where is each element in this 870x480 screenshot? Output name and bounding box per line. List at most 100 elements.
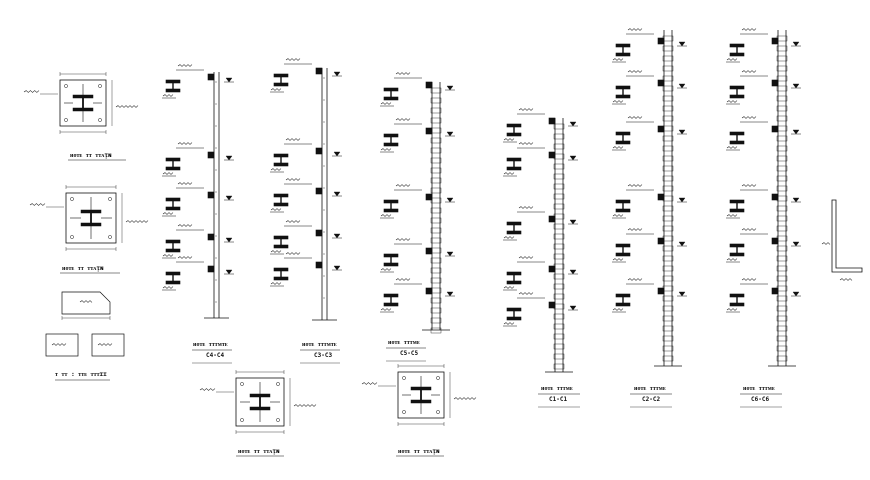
section-tag-text: [726, 100, 738, 103]
stiffener-note: [293, 404, 317, 407]
column-lacing-block: [553, 223, 565, 230]
level-triangle: [333, 233, 341, 239]
beam-bottom-flange: [383, 302, 399, 307]
floor-level-2: [726, 70, 801, 105]
column-lacing-block: [776, 315, 788, 322]
beam-section: [615, 293, 631, 307]
beam-section: [165, 157, 181, 171]
beam-section: [383, 133, 399, 147]
beam-bottom-flange: [506, 166, 522, 171]
column-flange-top: [410, 386, 432, 391]
beam-top-flange: [383, 253, 399, 258]
beam-top-flange: [506, 123, 522, 128]
caption-column-c1: C1-C1: [549, 396, 568, 403]
column-lacing-block: [553, 193, 565, 200]
connection-plate: [657, 237, 665, 245]
column-lacing-block: [776, 45, 788, 52]
beam-bottom-flange: [615, 140, 631, 145]
column-lacing-block: [776, 185, 788, 192]
level-triangle: [333, 191, 341, 197]
column-lacing-block: [662, 155, 674, 162]
beam-top-flange: [506, 157, 522, 162]
column-lacing-block: [776, 125, 788, 132]
anchor-bolt: [64, 84, 68, 88]
anchor-bolt: [108, 235, 112, 239]
level-symbol: [332, 151, 342, 157]
floor-level-1: [380, 72, 455, 107]
column-lacing-block: [553, 173, 565, 180]
level-triangle: [678, 41, 686, 47]
level-triangle: [446, 131, 454, 137]
section-tag-text: [612, 100, 624, 103]
column-lacing-block: [553, 273, 565, 280]
column-lacing-block: [776, 255, 788, 262]
column-lacing-block: [553, 213, 565, 220]
connection-plate: [657, 287, 665, 295]
beam-bottom-flange: [165, 206, 181, 211]
column-lacing-block: [776, 235, 788, 242]
column-elevation-c5: [380, 72, 455, 334]
section-tag-text: [162, 212, 174, 215]
beam-section-tag: [612, 100, 626, 105]
level-note: [518, 256, 534, 259]
beam-top-flange: [383, 87, 399, 92]
section-tag-text: [503, 322, 515, 325]
column-lacing-block: [430, 247, 442, 254]
level-triangle: [792, 41, 800, 47]
level-note: [518, 292, 534, 295]
base-plate-outline: [65, 192, 117, 244]
floor-level-3: [162, 182, 234, 217]
beam-top-flange: [273, 235, 289, 240]
level-note: [741, 184, 757, 187]
beam-top-flange: [506, 221, 522, 226]
column-lacing-block: [662, 135, 674, 142]
beam-bottom-flange: [383, 96, 399, 101]
level-note: [741, 70, 757, 73]
column-lacing-block: [776, 165, 788, 172]
connection-plate: [771, 125, 779, 133]
anchor-bolt: [402, 410, 406, 414]
beam-bottom-flange: [273, 82, 289, 87]
beam-top-flange: [383, 199, 399, 204]
column-lacing-block: [553, 203, 565, 210]
level-symbol: [791, 41, 801, 47]
beam-bottom-flange: [729, 140, 745, 145]
column-lacing-block: [430, 217, 442, 224]
level-note: [285, 178, 301, 181]
beam-section-tag: [612, 58, 626, 63]
level-symbol: [224, 77, 234, 83]
column-lacing-block: [662, 295, 674, 302]
level-triangle: [569, 305, 577, 311]
base-plate-outline: [397, 371, 445, 419]
column-lacing-block: [430, 197, 442, 204]
beam-section: [165, 239, 181, 253]
beam-section: [273, 193, 289, 207]
section-tag-text: [612, 258, 624, 261]
level-symbol: [445, 131, 455, 137]
beam-section: [273, 267, 289, 281]
base-plate-plan-4: [361, 364, 477, 426]
beam-top-flange: [165, 239, 181, 244]
beam-top-flange: [506, 307, 522, 312]
beam-top-flange: [729, 43, 745, 48]
level-symbol: [677, 241, 687, 247]
floor-level-2: [380, 118, 455, 153]
connection-plate: [207, 151, 215, 159]
beam-top-flange: [273, 267, 289, 272]
floor-level-1: [162, 64, 234, 99]
column-lacing-block: [430, 167, 442, 174]
level-symbol: [677, 83, 687, 89]
beam-bottom-flange: [615, 52, 631, 57]
beam-bottom-flange: [615, 208, 631, 213]
level-triangle: [792, 83, 800, 89]
beam-top-flange: [615, 85, 631, 90]
beam-section-tag: [162, 172, 176, 177]
connection-plate: [425, 247, 433, 255]
stiffener-note: [125, 220, 149, 223]
level-symbol: [445, 197, 455, 203]
column-lacing-block: [553, 253, 565, 260]
column-elevations: [162, 28, 801, 408]
level-note: [627, 70, 643, 73]
section-tag-text: [162, 254, 174, 257]
beam-section: [729, 43, 745, 57]
